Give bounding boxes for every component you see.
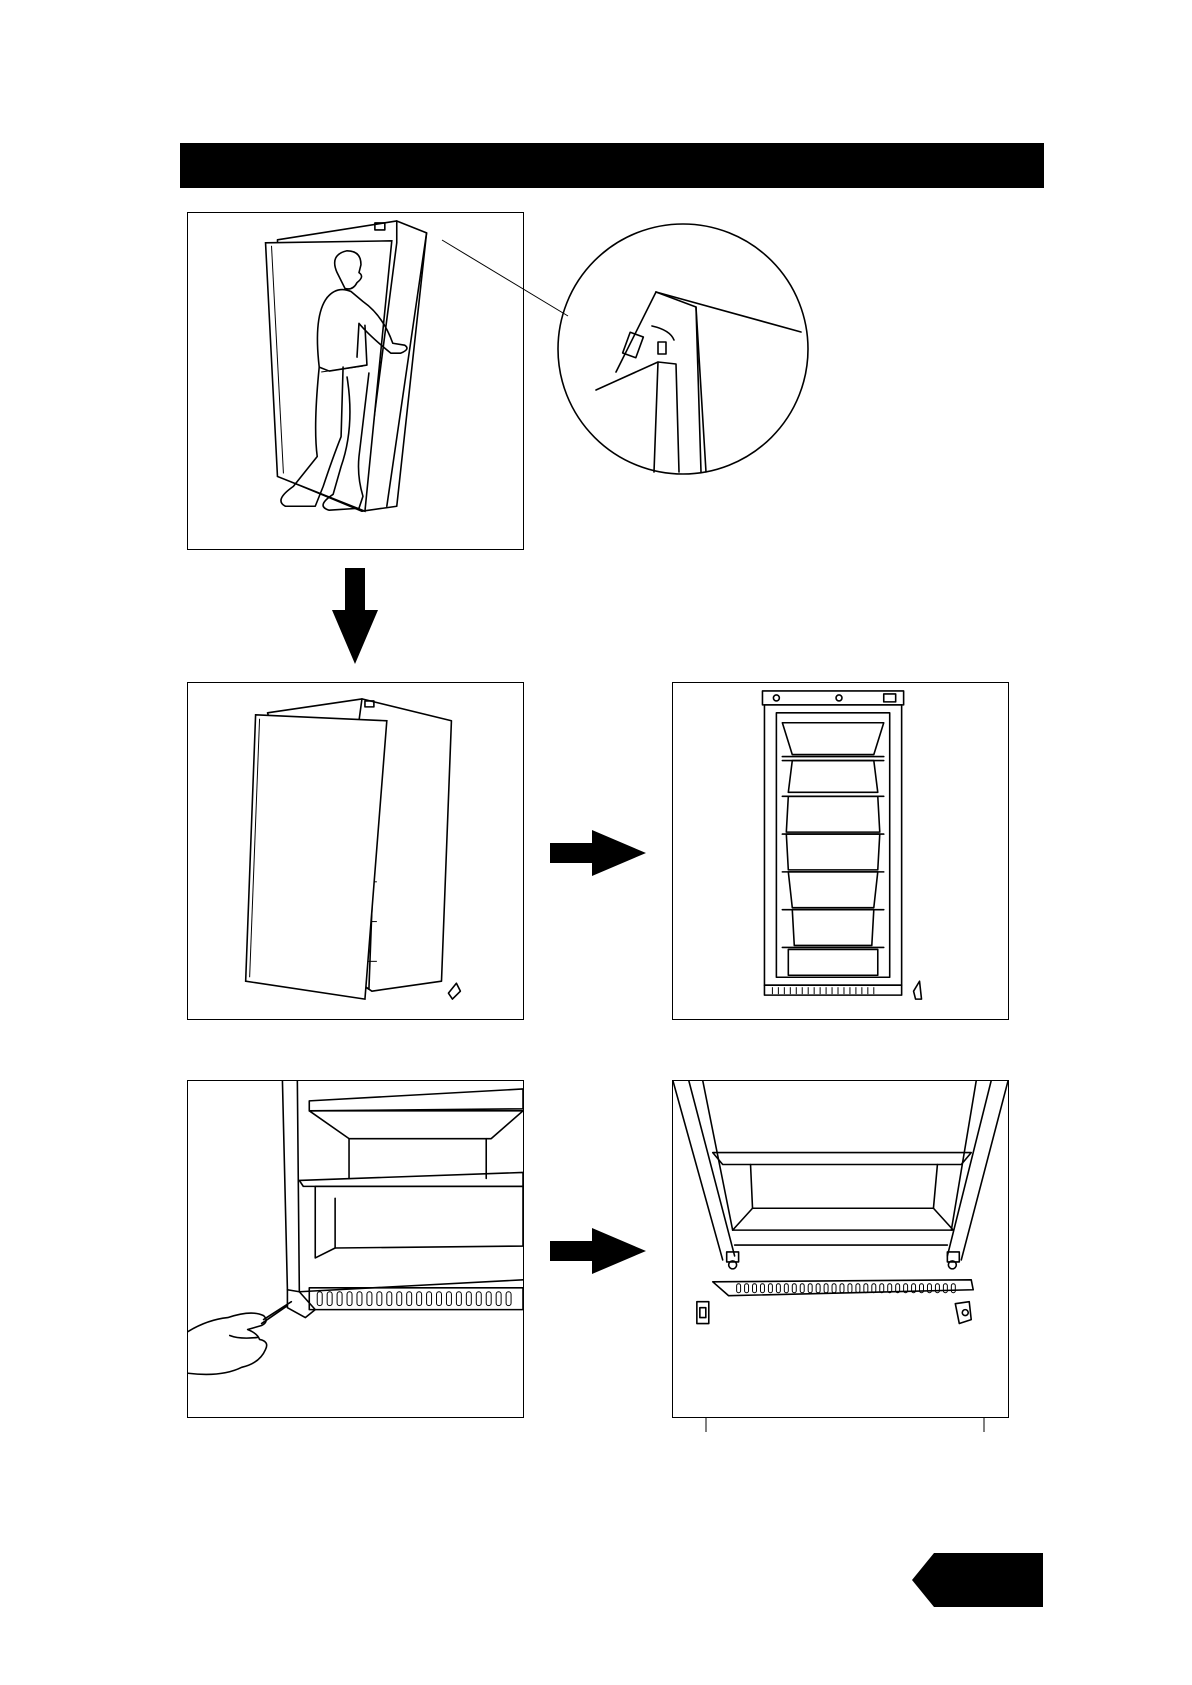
panel-grille-detached [672, 1080, 1009, 1418]
cabinet-door-tilted-illustration [188, 683, 523, 1019]
open-cabinet-shelves-illustration [673, 683, 1008, 1019]
kick-plate-detached-illustration [673, 1081, 1008, 1417]
arrow-right-icon [550, 830, 646, 876]
part-leader-lines [700, 1418, 990, 1434]
hinge-pin-detail-illustration [556, 222, 810, 476]
panel-door-removed [187, 682, 524, 1020]
screwdriver-kick-plate-illustration [188, 1081, 523, 1417]
page-tab-label [940, 1565, 1030, 1595]
hinge-detail-circle [556, 222, 810, 476]
panel-remove-grille [187, 1080, 524, 1418]
detail-leader-line [440, 238, 570, 318]
header-bar [180, 143, 1044, 188]
panel-open-cabinet [672, 682, 1009, 1020]
arrow-down-icon [332, 568, 378, 664]
arrow-right-icon [550, 1228, 646, 1274]
